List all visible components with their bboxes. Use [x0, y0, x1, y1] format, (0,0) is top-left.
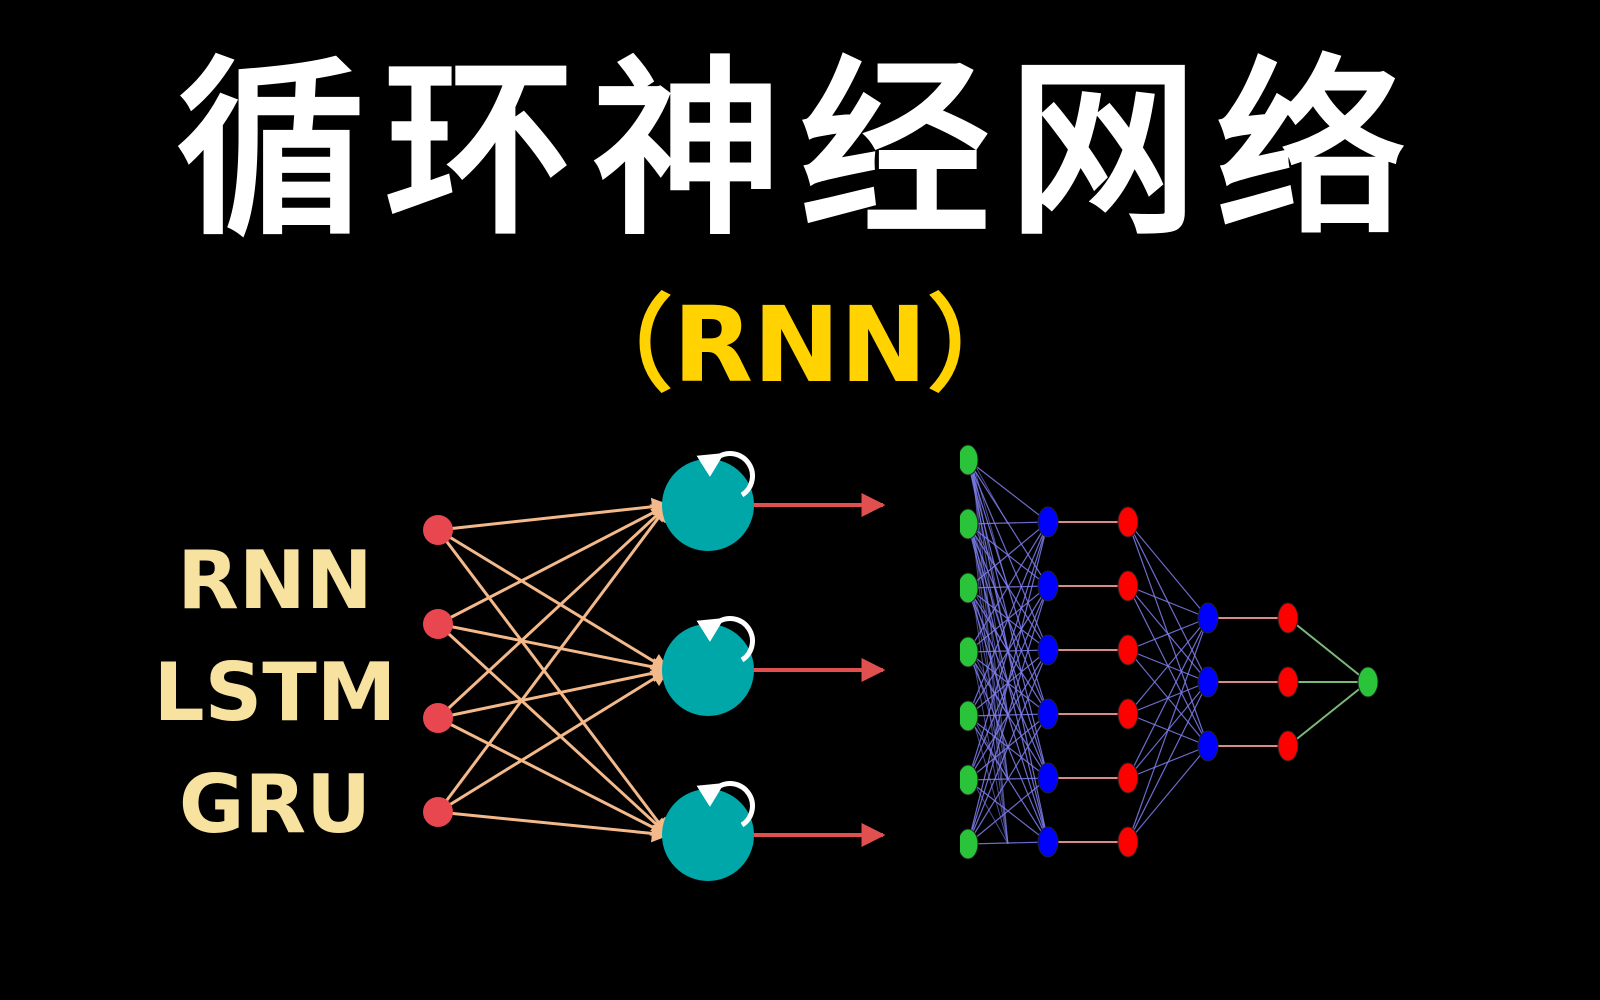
- network-edge: [967, 777, 1049, 845]
- hidden-node-blue: [1037, 506, 1059, 538]
- network-edge: [971, 715, 1009, 781]
- hidden-node-blue: [1197, 730, 1219, 762]
- network-edge: [1127, 617, 1209, 779]
- network-edge: [971, 715, 1009, 845]
- recurrent-loop-arrow: [696, 451, 755, 498]
- network-edge: [971, 779, 1009, 845]
- page-subtitle: （RNN）: [568, 284, 1032, 406]
- input-node: [960, 572, 979, 604]
- input-node: [423, 609, 453, 639]
- network-edge: [971, 651, 1009, 717]
- hidden-node-red: [1117, 506, 1139, 538]
- network-edge: [1127, 745, 1209, 843]
- hidden-node-blue: [1037, 634, 1059, 666]
- connection-edge: [437, 622, 670, 676]
- network-edge: [1127, 585, 1209, 619]
- hidden-node-blue: [1037, 826, 1059, 858]
- input-node: [960, 700, 979, 732]
- hidden-node-blue: [1037, 762, 1059, 794]
- model-item-lstm: LSTM: [153, 646, 397, 739]
- output-node: [1357, 666, 1379, 698]
- input-node: [960, 764, 979, 796]
- connection-edge: [436, 503, 670, 720]
- input-node: [960, 508, 979, 540]
- network-edge: [1127, 617, 1209, 715]
- network-edge: [1127, 617, 1209, 843]
- network-edge: [971, 587, 1009, 653]
- hidden-node-red: [1277, 666, 1299, 698]
- network-edge: [971, 523, 1009, 653]
- recurrent-unit: [662, 624, 754, 716]
- connection-edge: [437, 497, 670, 532]
- connection-edge: [437, 664, 670, 720]
- network-edge: [1287, 617, 1369, 683]
- network-edge: [967, 649, 1049, 845]
- model-item-gru: GRU: [178, 758, 372, 851]
- hidden-node-blue: [1197, 602, 1219, 634]
- network-edge: [967, 521, 1049, 845]
- input-node: [423, 797, 453, 827]
- network-edge: [1127, 521, 1209, 619]
- network-edge: [971, 523, 1009, 589]
- connection-edge: [436, 529, 670, 837]
- recurrent-loop-arrow: [696, 781, 755, 828]
- hidden-node-red: [1117, 826, 1139, 858]
- hidden-node-red: [1117, 698, 1139, 730]
- network-edge: [971, 587, 1009, 717]
- network-edge: [1127, 617, 1209, 651]
- connection-edge: [437, 668, 670, 814]
- input-node: [960, 636, 979, 668]
- recurrent-loop-arrow: [696, 616, 755, 663]
- hidden-node-blue: [1197, 666, 1219, 698]
- model-item-rnn: RNN: [177, 534, 373, 627]
- connection-edge: [437, 503, 670, 626]
- connection-edge: [437, 810, 670, 843]
- recurrent-unit: [662, 459, 754, 551]
- hidden-node-red: [1277, 730, 1299, 762]
- recurrent-unit: [662, 789, 754, 881]
- network-edge: [967, 459, 1049, 523]
- hidden-node-red: [1117, 570, 1139, 602]
- network-edge: [971, 651, 1009, 781]
- input-node: [960, 828, 979, 860]
- network-edge: [971, 459, 1009, 525]
- input-node: [423, 703, 453, 733]
- connection-edge: [436, 622, 670, 837]
- connection-edge: [437, 528, 670, 672]
- connection-edge: [437, 716, 670, 837]
- hidden-node-red: [1117, 762, 1139, 794]
- network-edge: [1287, 681, 1369, 747]
- hidden-node-red: [1117, 634, 1139, 666]
- page-title: 循环神经网络: [175, 40, 1424, 261]
- network-edge: [1127, 681, 1209, 843]
- hidden-node-red: [1277, 602, 1299, 634]
- network-edge: [971, 459, 1009, 589]
- hidden-node-blue: [1037, 698, 1059, 730]
- recurrent-network-diagram: [423, 451, 886, 881]
- input-node: [960, 444, 979, 476]
- hidden-node-blue: [1037, 570, 1059, 602]
- model-list: RNN LSTM GRU: [150, 525, 400, 861]
- connection-edge: [436, 503, 670, 813]
- feedforward-network-diagram: [960, 444, 1379, 860]
- network-edge: [967, 521, 1049, 589]
- input-node: [423, 515, 453, 545]
